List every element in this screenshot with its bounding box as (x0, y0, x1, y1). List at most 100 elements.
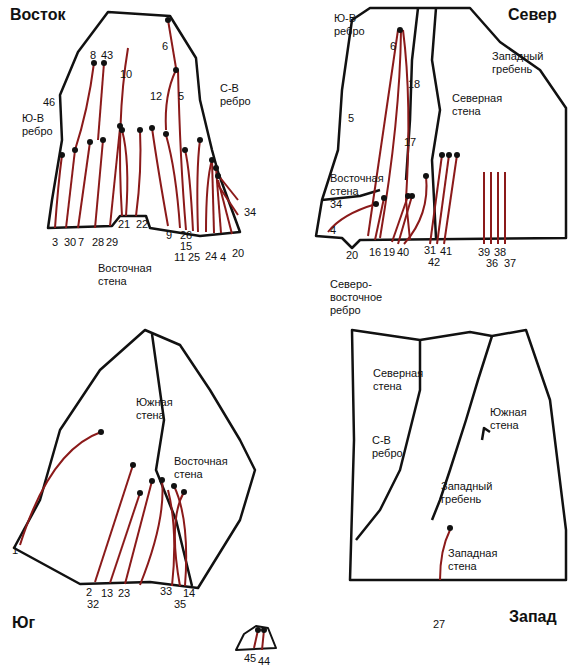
route-top (59, 152, 65, 158)
view-heading: Запад (509, 608, 557, 626)
route-number: 46 (43, 96, 55, 108)
route-number: 41 (440, 245, 452, 257)
route-tops (59, 17, 460, 633)
route-number: 40 (397, 246, 409, 258)
route-top (171, 483, 177, 489)
route-number: 10 (120, 68, 132, 80)
ridge-line (482, 428, 490, 440)
route-line (125, 481, 152, 584)
route-line (140, 480, 163, 585)
route-top (98, 429, 104, 435)
route-top (373, 201, 379, 207)
route-line (497, 172, 499, 244)
route-lines (20, 20, 505, 650)
feature-label: Западный гребень (441, 480, 503, 506)
route-line (218, 175, 238, 200)
feature-label: Западная стена (448, 547, 503, 573)
route-number: 8 (90, 49, 96, 61)
route-line (98, 63, 104, 140)
route-number: 34 (330, 198, 342, 210)
route-line (136, 130, 141, 216)
route-line (216, 168, 221, 233)
route-number: 42 (428, 256, 440, 268)
route-number: 24 (205, 250, 217, 262)
feature-label: Восточная стена (330, 172, 385, 198)
route-number: 16 (369, 246, 381, 258)
route-line (206, 160, 212, 232)
route-line (20, 432, 101, 545)
route-number: 17 (404, 136, 416, 148)
route-top (100, 137, 106, 143)
view-heading: Юг (12, 614, 35, 632)
route-number: 4 (220, 251, 226, 263)
route-line (175, 492, 184, 586)
route-number: 34 (244, 206, 256, 218)
route-top (446, 152, 452, 158)
route-number: 27 (433, 618, 445, 630)
route-number: 13 (101, 587, 113, 599)
route-number: 9 (166, 229, 172, 241)
route-line (95, 140, 103, 228)
route-number: 36 (486, 257, 498, 269)
route-top (159, 477, 165, 483)
ridge-line (432, 336, 492, 520)
route-number: 22 (136, 218, 148, 230)
route-number: 18 (408, 78, 420, 90)
route-line (110, 493, 140, 583)
route-line (78, 142, 90, 228)
route-top (149, 125, 155, 131)
feature-label: Северная стена (452, 92, 502, 118)
route-number: 30 (64, 236, 76, 248)
route-number: 6 (162, 40, 168, 52)
route-number: 28 (92, 236, 104, 248)
route-number: 43 (101, 49, 113, 61)
route-line (197, 140, 200, 232)
route-number: 14 (183, 587, 195, 599)
route-top (397, 27, 403, 33)
route-line (185, 150, 193, 231)
route-top (165, 17, 171, 23)
view-heading: Север (508, 6, 557, 24)
route-line (504, 172, 506, 244)
route-top (215, 173, 221, 179)
route-number: 23 (118, 587, 130, 599)
route-top (454, 152, 460, 158)
route-number: 7 (78, 236, 84, 248)
route-number: 21 (118, 218, 130, 230)
route-number: 32 (87, 598, 99, 610)
route-line (95, 465, 133, 582)
route-number: 31 (424, 244, 436, 256)
route-number: 26 (180, 229, 192, 241)
route-line (404, 176, 427, 244)
route-line (166, 135, 180, 228)
route-top (409, 193, 415, 199)
route-number: 35 (174, 598, 186, 610)
route-number: 12 (150, 90, 162, 102)
route-line (212, 160, 214, 233)
route-line (168, 20, 176, 68)
route-top (381, 195, 387, 201)
mountain-outline (48, 12, 240, 236)
route-line (152, 128, 168, 226)
route-number: 44 (258, 655, 270, 667)
route-number: 5 (178, 90, 184, 102)
route-line (122, 130, 127, 216)
route-top (149, 478, 155, 484)
route-number: 38 (494, 246, 506, 258)
route-top (119, 127, 125, 133)
route-number: 29 (106, 236, 118, 248)
route-line (168, 490, 174, 586)
feature-label: Северная стена (373, 367, 428, 393)
route-top (209, 157, 215, 163)
route-line (110, 128, 120, 226)
route-number: 37 (504, 257, 516, 269)
route-top (423, 173, 429, 179)
mountain-outline (236, 626, 276, 650)
route-number: 19 (383, 246, 395, 258)
feature-label: Северо-восточное ребро (330, 278, 415, 317)
feature-label: Восточная стена (98, 262, 158, 288)
route-number: 5 (348, 112, 354, 124)
route-top (137, 490, 143, 496)
feature-label: С-В ребро (220, 82, 260, 108)
feature-label: Восточная стена (174, 455, 229, 481)
